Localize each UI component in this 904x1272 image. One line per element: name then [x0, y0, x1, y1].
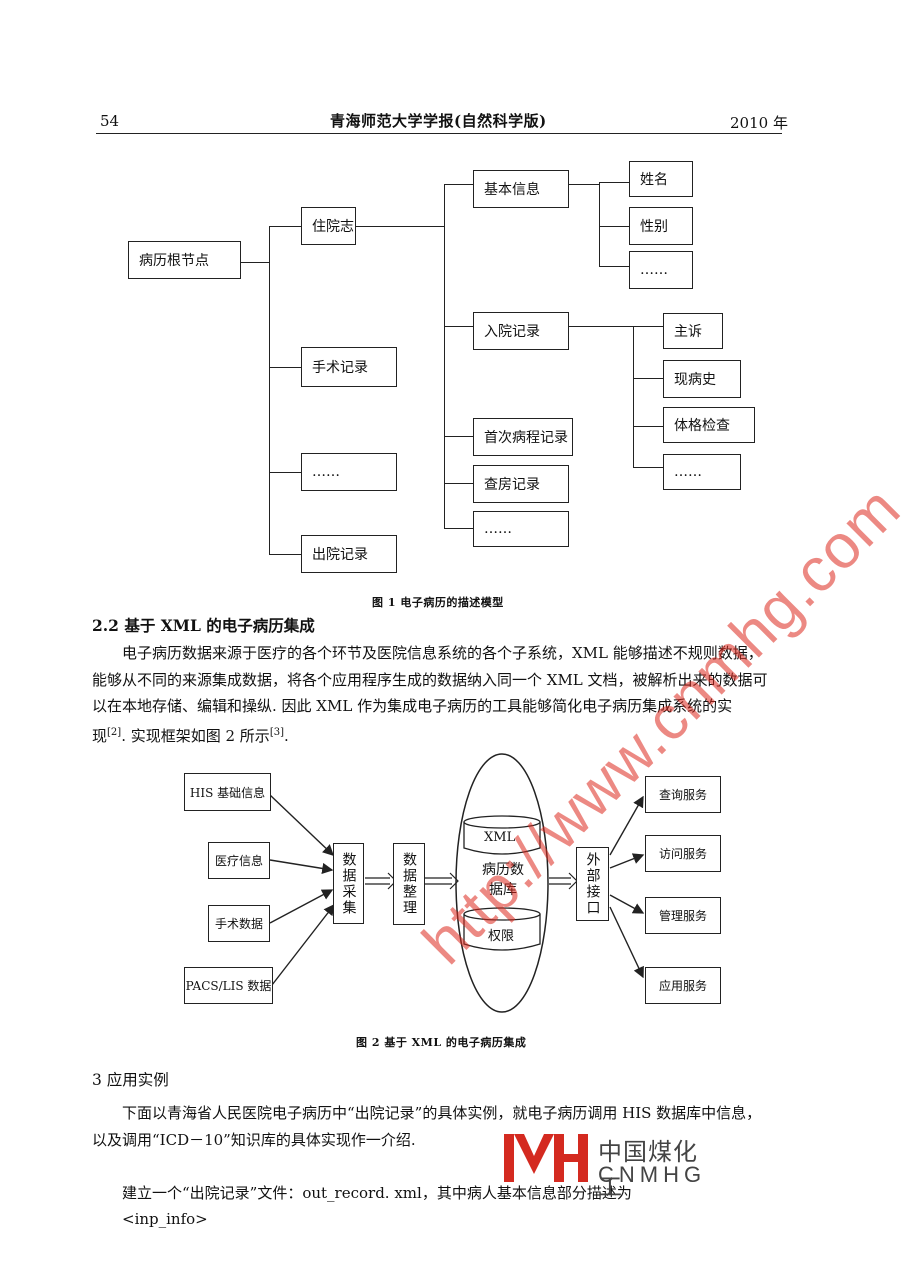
tree-node-present-illness: 现病史: [663, 360, 741, 398]
tree-node-name: 姓名: [629, 161, 693, 197]
tree-node-surgery-record: 手术记录: [301, 347, 397, 387]
data-organize-box: 数据整理: [393, 843, 425, 925]
paragraph-line: 现[2]. 实现框架如图 2 所示[3].: [92, 720, 784, 750]
tree-node-root: 病历根节点: [128, 241, 241, 279]
data-collection-label: 数据采集: [340, 851, 357, 916]
section-2-2-heading: 2.2 基于 XML 的电子病历集成: [92, 616, 315, 635]
paragraph-line: 下面以青海省人民医院电子病历中“出院记录”的具体实例，就电子病历调用 HIS 数…: [122, 1104, 762, 1122]
tree-node-admission-record: 入院记录: [473, 312, 569, 350]
tree-node-basic-info: 基本信息: [473, 170, 569, 208]
cnmhg-logo: 中国煤化工 CNMHG: [500, 1130, 710, 1201]
tree-node-ellipsis-l2: ……: [473, 511, 569, 547]
tree-node-chief-complaint: 主诉: [663, 313, 723, 349]
tree-node-ellipsis-l3b: ……: [663, 454, 741, 490]
db-label-text: 病历数据库: [482, 862, 524, 898]
source-medical-info: 医疗信息: [208, 842, 270, 879]
figure1-caption: 图 1 电子病历的描述模型: [372, 596, 504, 609]
tree-node-ellipsis-l1: ……: [301, 453, 397, 491]
paragraph-line: 电子病历数据来源于医疗的各个环节及医院信息系统的各个子系统，XML 能够描述不规…: [122, 644, 763, 662]
external-interface-box: 外部接口: [576, 847, 609, 921]
section-3-heading: 3 应用实例: [92, 1071, 169, 1089]
external-interface-label: 外部接口: [584, 852, 601, 916]
service-management: 管理服务: [645, 897, 721, 934]
tree-node-ward-round-record: 查房记录: [473, 465, 569, 503]
figure2-caption: 图 2 基于 XML 的电子病历集成: [356, 1036, 527, 1049]
tree-node-ellipsis-l3a: ……: [629, 251, 693, 289]
paragraph-line: 以在本地存储、编辑和操纵. 因此 XML 作为集成电子病历的工具能够简化电子病历…: [92, 697, 733, 715]
service-query: 查询服务: [645, 776, 721, 813]
logo-en-text: CNMHG: [598, 1162, 707, 1187]
paragraph-text: . 实现框架如图 2 所示: [121, 726, 270, 745]
paragraph-line: 能够从不同的来源集成数据，将各个应用程序生成的数据纳入同一个 XML 文档，被解…: [92, 670, 768, 689]
tree-node-discharge-record: 出院记录: [301, 535, 397, 573]
citation-2: [2]: [107, 726, 122, 738]
source-pacs-lis-data: PACS/LIS 数据: [184, 967, 273, 1004]
db-permission-label: 权限: [488, 929, 515, 944]
journal-title: 青海师范大学学报(自然科学版): [330, 112, 547, 130]
mh-logo-mark: [504, 1134, 588, 1182]
section-3-paragraph: 下面以青海省人民医院电子病历中“出院记录”的具体实例，就电子病历调用 HIS 数…: [92, 1100, 784, 1153]
header-rule: [96, 133, 782, 134]
source-his-basic-info: HIS 基础信息: [184, 773, 271, 811]
citation-3: [3]: [269, 726, 284, 738]
header-year: 2010 年: [730, 114, 788, 132]
data-collection-box: 数据采集: [333, 843, 364, 924]
section-3-line3: 建立一个“出院记录”文件：out_record. xml，其中病人基本信息部分描…: [122, 1184, 632, 1202]
db-label: 病历数据库: [478, 860, 528, 900]
section-2-2-paragraph: 电子病历数据来源于医疗的各个环节及医院信息系统的各个子系统，XML 能够描述不规…: [92, 640, 784, 749]
tree-node-physical-exam: 体格检查: [663, 407, 755, 443]
page-number: 54: [100, 112, 120, 130]
logo-cn-text: 中国煤化工: [598, 1138, 698, 1201]
db-xml-label: XML: [484, 830, 516, 845]
data-organize-label: 数据整理: [401, 852, 417, 916]
section-3-line4: <inp_info>: [122, 1210, 208, 1228]
tree-node-first-course-record: 首次病程记录: [473, 418, 573, 456]
service-access: 访问服务: [645, 835, 721, 872]
tree-node-inpatient-record: 住院志: [301, 207, 356, 245]
paragraph-text: 现: [92, 726, 108, 745]
service-application: 应用服务: [645, 967, 721, 1004]
source-surgery-data: 手术数据: [208, 905, 270, 942]
paragraph-line: 以及调用“ICD－10”知识库的具体实现作一介绍.: [92, 1130, 416, 1149]
tree-node-gender: 性别: [629, 207, 693, 245]
paragraph-text: .: [283, 726, 289, 745]
